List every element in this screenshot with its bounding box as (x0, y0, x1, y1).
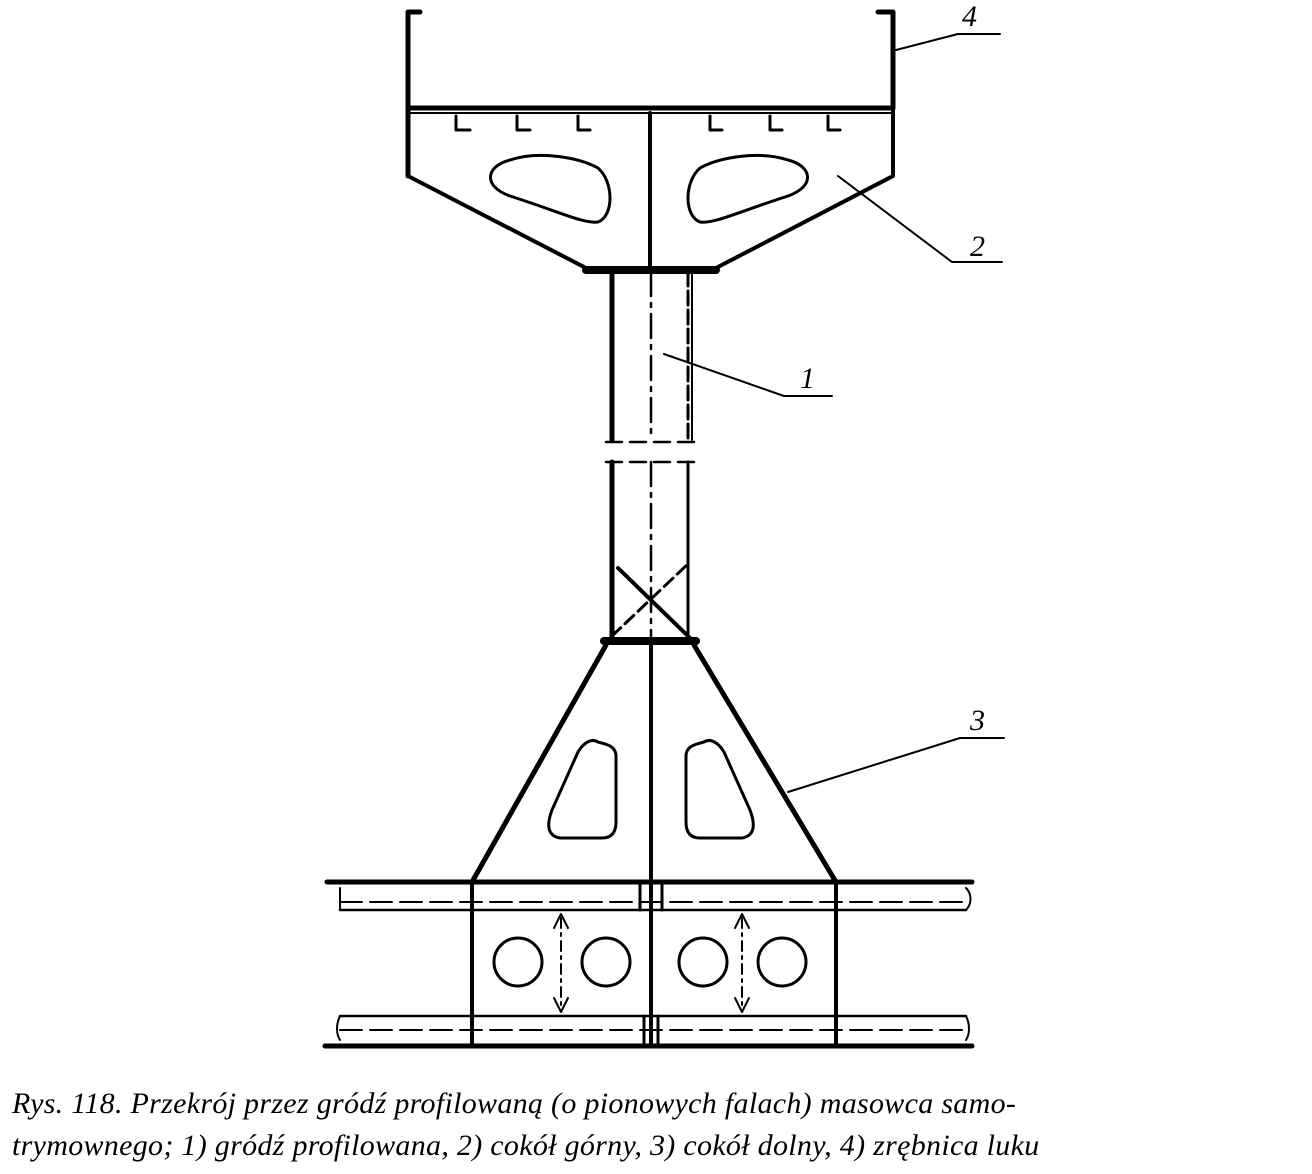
label-4: 4 (962, 0, 977, 33)
lightening-hole-lower-left (547, 738, 618, 840)
label-3-callout: 3 (787, 704, 1005, 793)
label-1-callout: 1 (663, 353, 833, 397)
lightening-hole-upper-left (489, 153, 612, 224)
corrugated-bulkhead (600, 269, 702, 645)
double-bottom (322, 879, 975, 1049)
label-1: 1 (800, 362, 815, 395)
label-3: 3 (969, 704, 985, 737)
lightening-hole-upper-right (686, 153, 809, 224)
label-2-callout: 2 (837, 175, 1003, 263)
figure-caption: Rys. 118. Przekrój przez gródź profilowa… (12, 1083, 1304, 1167)
upper-stool (406, 106, 895, 274)
label-2: 2 (970, 230, 985, 263)
lightening-hole-lower-right (684, 738, 755, 840)
bulkhead-section-drawing: 4 2 1 3 (322, 0, 1005, 1049)
caption-line-2: trymownego; 1) gródź profilowana, 2) cok… (12, 1129, 1040, 1162)
label-4-callout: 4 (895, 0, 1001, 51)
caption-line-1: Rys. 118. Przekrój przez gródź profilowa… (12, 1087, 1017, 1120)
lower-stool (469, 642, 839, 1048)
